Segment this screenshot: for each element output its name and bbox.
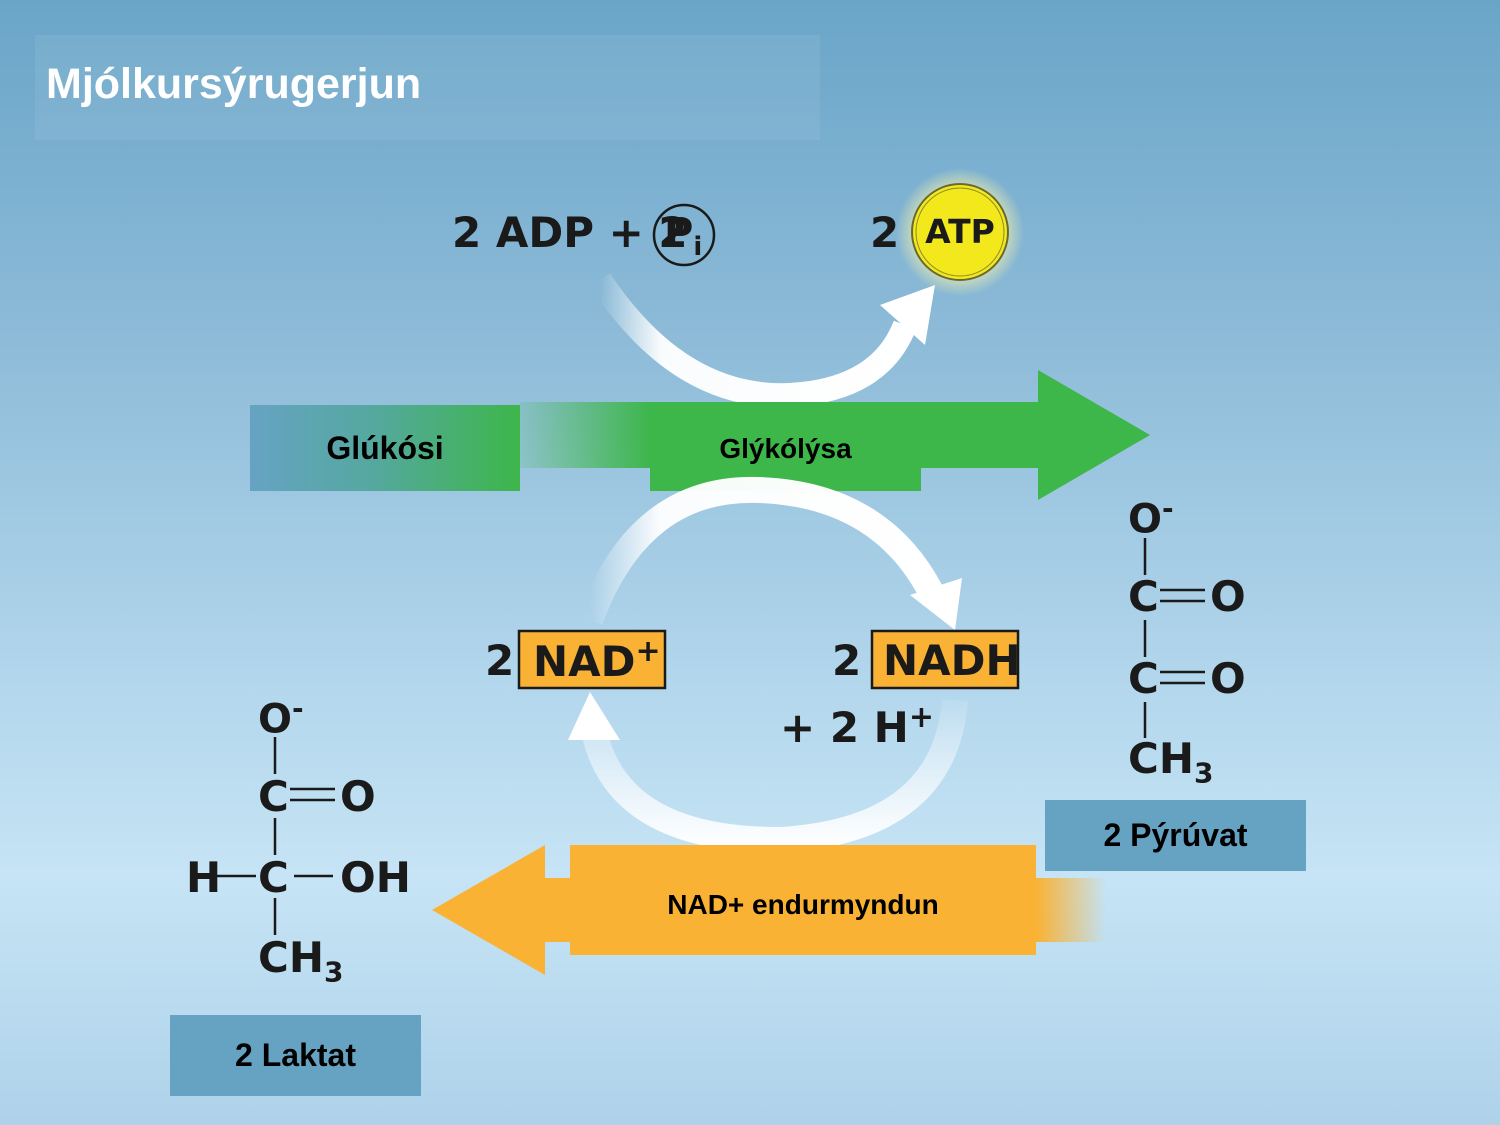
atp-circle [911,183,1009,281]
pyruvate-o2: O [1210,654,1246,703]
nad-plus-label: NAD+ [533,634,661,686]
adp-text: 2 ADP + 2 [452,208,688,257]
lactate-o-minus: O- [258,692,304,743]
regeneration-box [570,845,1036,955]
nad-cycle-top-arc [577,476,947,625]
nadh-coefficient: 2 [832,636,862,685]
nadh-box [870,629,1020,690]
pyruvate-o1: O [1210,572,1246,621]
nad-plus-box [517,629,667,690]
atp-coefficient: 2 [870,208,900,257]
nad-cycle-bottom-arc [582,698,968,854]
glycolysis-label: Glýkólýsa [719,433,852,464]
lactate-o1: O [340,772,376,821]
lactate-oh: OH [340,853,411,902]
atp-circle-inner-ring [915,187,1005,277]
regeneration-arrowhead [432,845,545,975]
pyruvate-c2: C [1128,654,1159,703]
pyruvate-c1: C [1128,572,1159,621]
regeneration-fade-band [1036,878,1106,942]
pi-circle [652,203,716,267]
glycolysis-box [650,402,921,491]
lactate-h: H [186,853,222,902]
regeneration-arrow-body [544,878,572,942]
pyruvate-o-minus: O- [1128,492,1174,543]
title-panel [35,35,820,140]
nad-cycle-top-arrowhead [910,578,962,630]
lactate-c1: C [258,772,289,821]
page-title: Mjólkursýrugerjun [46,60,422,108]
nad-cycle-bottom-arrowhead [568,692,620,740]
atp-label: ATP [925,212,995,251]
lactate-label: 2 Laktat [170,1015,421,1096]
glycolysis-arrow-body [921,402,1041,468]
lactate-ch3: CH3 [258,933,344,989]
atp-arc-arrow [590,273,917,408]
pyruvate-label: 2 Pýrúvat [1045,800,1306,871]
glucose-label: Glúkósi [326,429,444,466]
glucose-box [250,405,520,491]
lactate-c2: C [258,853,289,902]
glycolysis-fade-band [520,402,652,468]
regeneration-label: NAD+ endurmyndun [667,889,939,920]
pyruvate-ch3: CH3 [1128,734,1214,790]
atp-arc-arrowhead [880,285,935,345]
nad-coefficient: 2 [485,636,515,685]
nadh-label: NADH [883,636,1021,685]
hydrogen-ion-text: + 2 H+ [780,700,934,752]
glycolysis-arrowhead [1038,370,1150,500]
pi-text: Pi [664,210,703,262]
